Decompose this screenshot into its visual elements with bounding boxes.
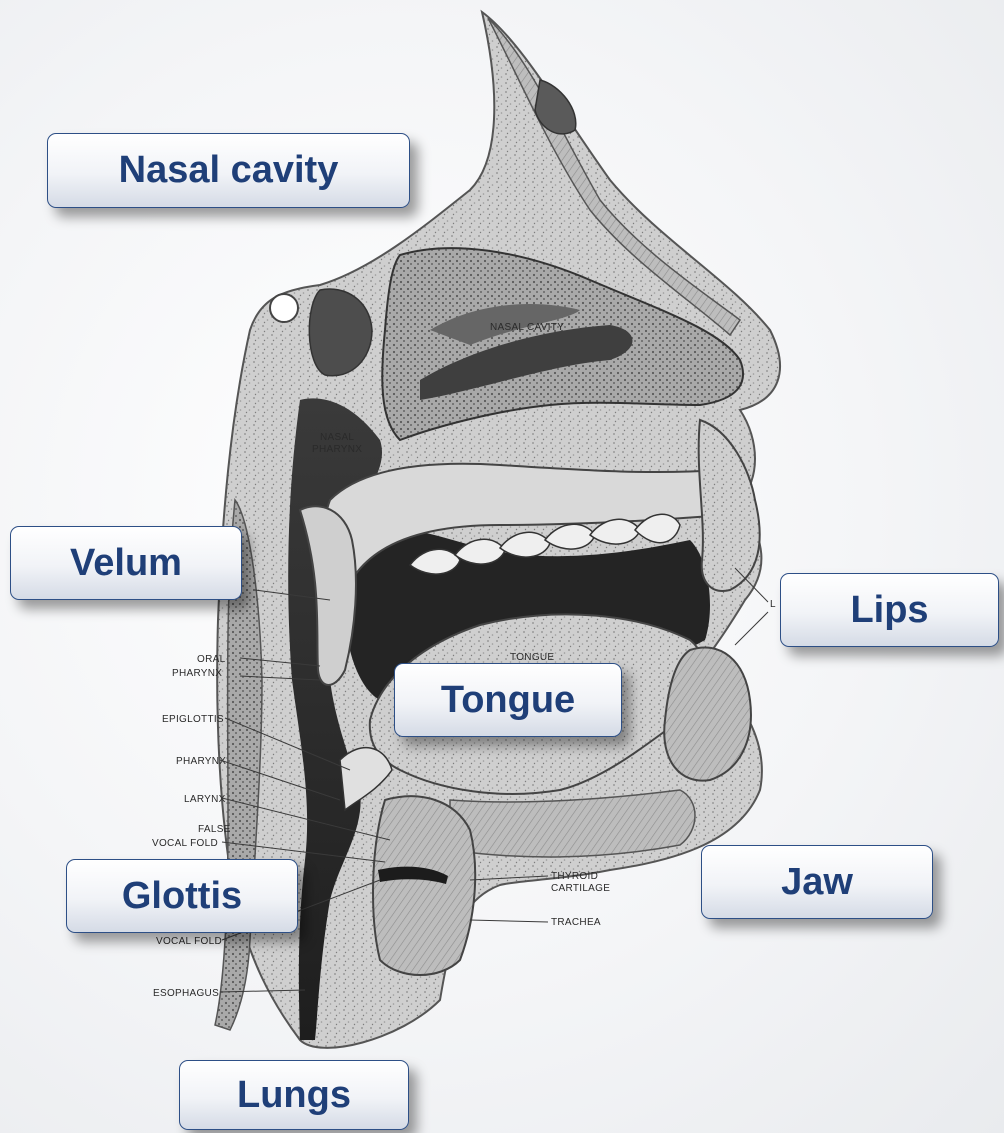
label-thyroid-cartilage-2: CARTILAGE — [551, 883, 610, 894]
callout-velum: Velum — [10, 526, 242, 600]
label-thyroid-cartilage-1: THYROID — [551, 871, 598, 882]
lower-lip — [664, 647, 751, 780]
skull-notch — [270, 294, 298, 322]
label-false-vocal-fold-1: FALSE — [198, 824, 231, 835]
label-nasal-cavity: NASAL CAVITY — [490, 322, 564, 333]
label-false-vocal-fold-2: VOCAL FOLD — [152, 838, 218, 849]
label-vocal-fold: VOCAL FOLD — [156, 936, 222, 947]
label-nasal-pharynx-2: PHARYNX — [312, 444, 362, 455]
callout-lungs: Lungs — [179, 1060, 409, 1130]
label-oral-pharynx-1: ORAL — [197, 654, 226, 665]
callout-glottis: Glottis — [66, 859, 298, 933]
label-lips-partial: L — [770, 599, 776, 610]
label-larynx: LARYNX — [184, 794, 226, 805]
callout-nasal-cavity: Nasal cavity — [47, 133, 410, 208]
label-epiglottis: EPIGLOTTIS — [162, 714, 224, 725]
callout-lips: Lips — [780, 573, 999, 647]
callout-tongue: Tongue — [394, 663, 622, 737]
callout-jaw: Jaw — [701, 845, 933, 919]
larynx-shape — [373, 796, 475, 975]
label-trachea: TRACHEA — [551, 917, 601, 928]
label-oral-pharynx-2: PHARYNX — [172, 668, 222, 679]
label-nasal-pharynx-1: NASAL — [320, 432, 354, 443]
label-esophagus: ESOPHAGUS — [153, 988, 219, 999]
label-pharynx: PHARYNX — [176, 756, 226, 767]
label-tongue: TONGUE — [510, 652, 554, 663]
